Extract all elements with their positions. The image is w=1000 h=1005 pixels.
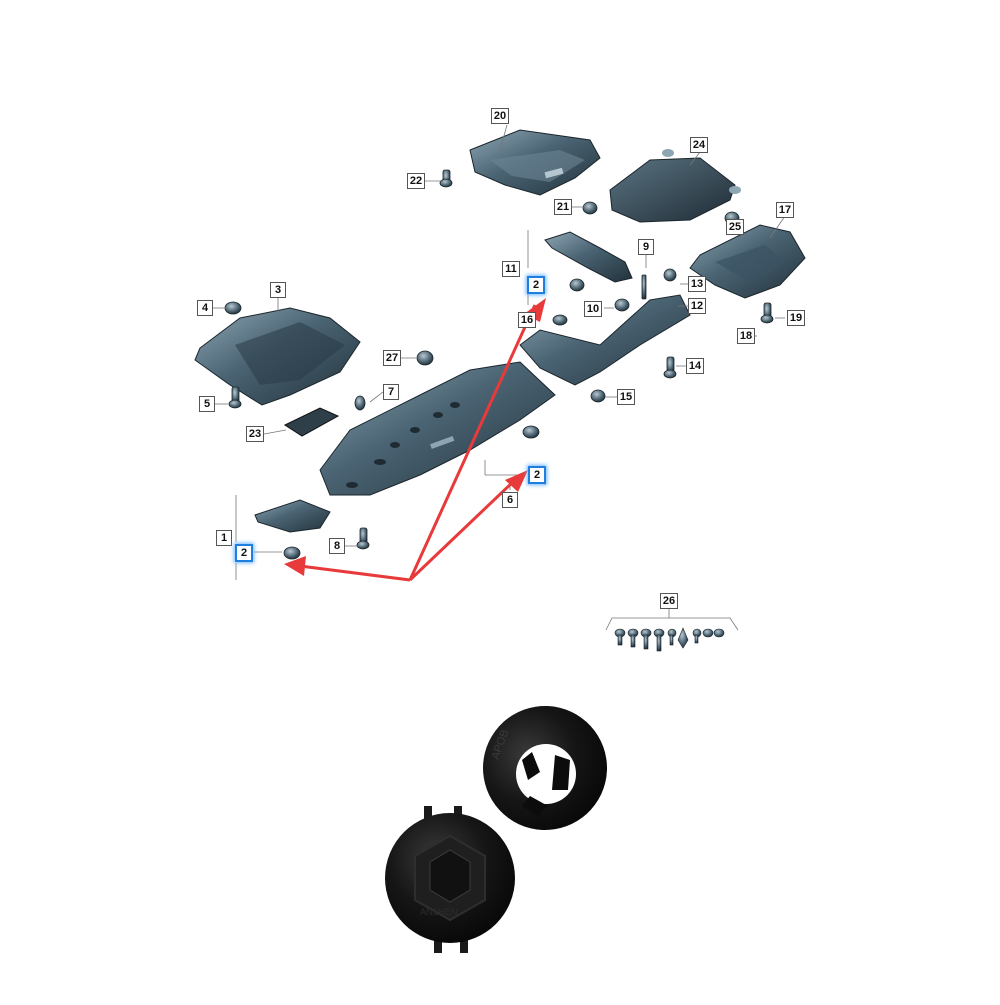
callout-19: 19 xyxy=(787,310,805,326)
callout-2-top[interactable]: 2 xyxy=(527,276,545,294)
panel-24 xyxy=(609,149,741,223)
callout-21: 21 xyxy=(554,199,572,215)
callout-11: 11 xyxy=(502,261,520,277)
callout-26: 26 xyxy=(660,593,678,609)
callout-2-bottom[interactable]: 2 xyxy=(235,544,253,562)
panel-12 xyxy=(519,294,691,386)
callout-5: 5 xyxy=(199,396,215,412)
callout-13: 13 xyxy=(688,276,706,292)
washer-part: APOB xyxy=(483,706,607,830)
callout-18: 18 xyxy=(737,328,755,344)
panel-11 xyxy=(544,231,633,283)
callout-9: 9 xyxy=(638,239,654,255)
callout-14: 14 xyxy=(686,358,704,374)
callout-20: 20 xyxy=(491,108,509,124)
callout-15: 15 xyxy=(617,389,635,405)
callout-23: 23 xyxy=(246,426,264,442)
panel-20 xyxy=(469,129,601,196)
callout-6: 6 xyxy=(502,492,518,508)
callout-8: 8 xyxy=(329,538,345,554)
leader-lines xyxy=(213,124,786,580)
callout-4: 4 xyxy=(197,300,213,316)
callout-22: 22 xyxy=(407,173,425,189)
clip-photo: APOB AN&HEN xyxy=(385,706,607,953)
kit-26 xyxy=(605,608,739,652)
fasteners xyxy=(224,169,774,560)
callout-16: 16 xyxy=(518,312,536,328)
highlight-arrows xyxy=(284,298,546,582)
part-23 xyxy=(283,407,340,437)
panel-1 xyxy=(254,499,331,533)
callout-17: 17 xyxy=(776,202,794,218)
panel-17 xyxy=(689,224,806,299)
nut-part: AN&HEN xyxy=(385,806,515,953)
panel-6 xyxy=(319,361,556,496)
callout-25: 25 xyxy=(726,219,744,235)
callout-12: 12 xyxy=(688,298,706,314)
callout-27: 27 xyxy=(383,350,401,366)
callout-24: 24 xyxy=(690,137,708,153)
callout-3: 3 xyxy=(270,282,286,298)
svg-text:AN&HEN: AN&HEN xyxy=(420,907,458,917)
panel-3 xyxy=(194,307,361,406)
callout-7: 7 xyxy=(383,384,399,400)
callout-10: 10 xyxy=(584,301,602,317)
callout-1: 1 xyxy=(216,530,232,546)
callout-2-middle[interactable]: 2 xyxy=(528,466,546,484)
